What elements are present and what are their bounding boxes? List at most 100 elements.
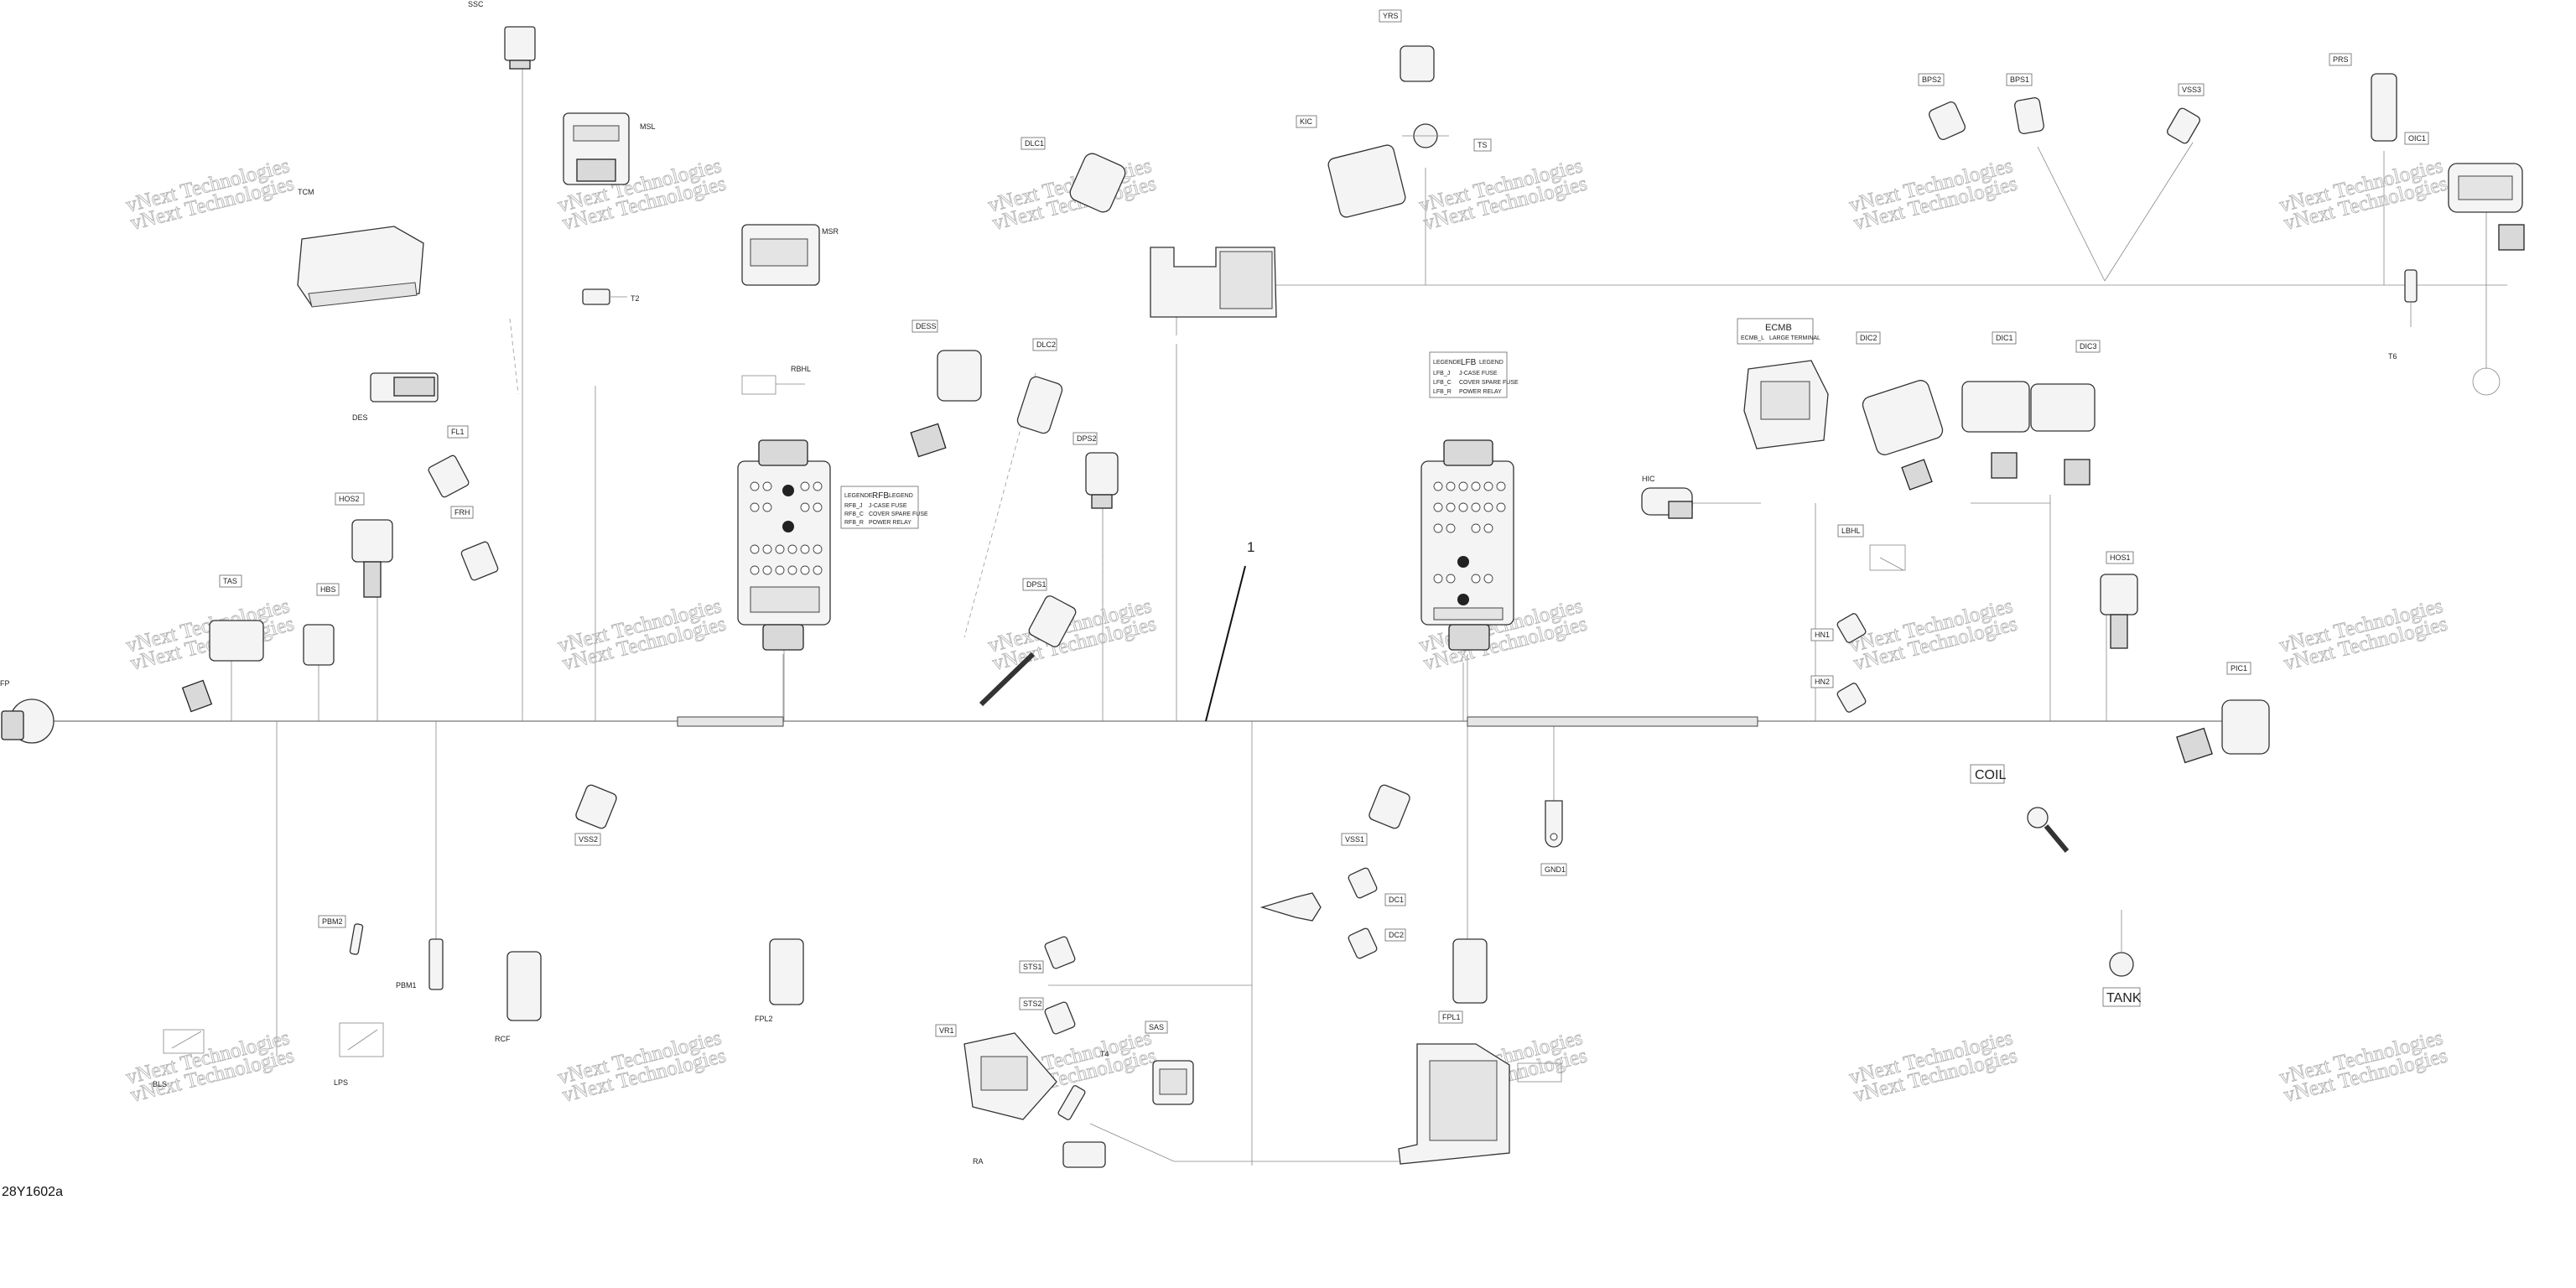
label-ra: RA (973, 1157, 984, 1166)
lfb-legend-text: COVER SPARE FUSE (1459, 380, 1519, 386)
sensor-t6 (2404, 269, 2418, 327)
rfb-legend-code: RFB_R (844, 520, 864, 526)
connector-dic2 (1862, 380, 1944, 491)
connector-fl1 (428, 454, 470, 498)
connector-fp (1, 699, 55, 744)
module-ecm-lower (1398, 1043, 1562, 1165)
connector-hic (1641, 487, 1693, 519)
connector-dic3 (2030, 383, 2096, 486)
label-des: DES (352, 413, 368, 422)
sensor-prs (2371, 73, 2397, 142)
connector-pbm2 (349, 923, 364, 955)
figure-code: 28Y1602a (2, 1185, 63, 1199)
rfb-legend-header-right: LEGEND (889, 493, 913, 499)
sensor-bps2 (1929, 101, 1966, 141)
label-frh: FRH (454, 508, 470, 517)
rfb-legend-header-left: LEGENDE (844, 493, 873, 499)
label-coil: COIL (1975, 768, 2006, 782)
connector-dlc1 (1069, 153, 1126, 213)
label-fl1: FL1 (451, 428, 465, 436)
connector-dc1 (1348, 867, 1378, 899)
connector-dc2 (1348, 927, 1378, 959)
sensor-vss1 (1368, 784, 1410, 829)
label-pic1: PIC1 (2231, 664, 2247, 673)
sensor-hos2 (351, 519, 393, 598)
connector-pic1 (2176, 699, 2270, 764)
label-vss3: VSS3 (2182, 86, 2201, 94)
horn-hn2 (1836, 683, 1867, 713)
label-bps1: BPS1 (2010, 75, 2029, 84)
connector-ecmb (1743, 360, 1829, 449)
lfb-legend-code: LFB_R (1433, 389, 1452, 395)
connector-rbhl (741, 375, 805, 395)
connector-fpl2 (769, 938, 804, 1005)
connector-frh (460, 541, 499, 581)
legend-lfb: LEGENDE LFB LEGEND LFB_J J-CASE FUSE LFB… (1429, 351, 1519, 398)
sensor-bps1 (2014, 96, 2044, 135)
label-dc1: DC1 (1389, 896, 1404, 904)
connector-msl (563, 112, 630, 185)
sensor-sts2 (1044, 1001, 1076, 1035)
connector-oic1 (2448, 163, 2525, 251)
label-tank: TANK (2106, 991, 2142, 1005)
switch-lps (339, 1022, 384, 1057)
label-hos2: HOS2 (339, 495, 360, 503)
label-t6: T6 (2388, 352, 2397, 361)
label-hic: HIC (1642, 475, 1655, 483)
label-lbhl: LBHL (1841, 527, 1861, 535)
sensor-sts1 (1044, 936, 1076, 969)
label-sas: SAS (1149, 1023, 1164, 1031)
lfb-legend-header-left: LEGENDE (1433, 360, 1462, 366)
label-vss2: VSS2 (579, 835, 598, 844)
label-rcf: RCF (495, 1035, 511, 1043)
label-tas: TAS (223, 577, 237, 585)
ecmb-legend-code: ECMB_L (1741, 335, 1764, 341)
terminal-gnd1 (1545, 780, 1563, 848)
ecmb-legend-text: LARGE TERMINAL (1769, 335, 1820, 341)
horn-hn1 (1836, 613, 1867, 643)
label-fpl2: FPL2 (755, 1015, 773, 1023)
rfb-legend-text: J-CASE FUSE (869, 503, 907, 509)
label-sts1: STS1 (1023, 963, 1042, 971)
lfb-legend-header-right: LEGEND (1479, 360, 1504, 366)
label-vss1: VSS1 (1345, 835, 1364, 844)
sensor-ts (1402, 123, 1449, 148)
connector-dess (910, 350, 982, 458)
label-sts2: STS2 (1023, 1000, 1042, 1008)
label-msr: MSR (822, 227, 839, 236)
label-dlc1: DLC1 (1025, 139, 1044, 148)
label-vr1: VR1 (939, 1026, 954, 1035)
label-bps2: BPS2 (1922, 75, 1941, 84)
label-gnd1: GND1 (1545, 865, 1566, 874)
label-ts: TS (1478, 141, 1488, 149)
label-ecmb: ECMB (1765, 323, 1792, 333)
label-msl: MSL (640, 122, 656, 131)
label-lps: LPS (334, 1078, 348, 1087)
label-prs: PRS (2333, 55, 2349, 64)
rfb-legend-text: POWER RELAY (869, 520, 911, 526)
bracket-center (1150, 247, 1277, 318)
lfb-legend-name: LFB (1461, 358, 1477, 367)
label-tcm: TCM (298, 188, 314, 196)
fuse-box-rfb (737, 439, 831, 651)
label-dic3: DIC3 (2080, 342, 2097, 351)
components: LEGENDE RFB LEGEND RFB_J J-CASE FUSE RFB… (1, 26, 2525, 1168)
connector-lbhl (1869, 544, 1906, 571)
rfb-legend-name: RFB (872, 491, 889, 501)
terminal-tank (2109, 910, 2134, 977)
sensor-sas (1152, 1060, 1194, 1105)
legend-rfb: LEGENDE RFB LEGEND RFB_J J-CASE FUSE RFB… (840, 486, 928, 529)
label-ssc: SSC (468, 0, 484, 8)
label-dic2: DIC2 (1860, 334, 1877, 342)
connector-dic1 (1961, 381, 2030, 479)
sensor-tas (181, 620, 264, 713)
label-fp: FP (0, 679, 10, 688)
conduit-right (1467, 716, 1758, 727)
connector-dlc2 (1016, 376, 1063, 434)
connector-des (370, 372, 439, 402)
sensor-vss2 (575, 784, 617, 829)
sensor-t4 (1057, 1085, 1086, 1120)
label-t4: T4 (1100, 1050, 1109, 1058)
